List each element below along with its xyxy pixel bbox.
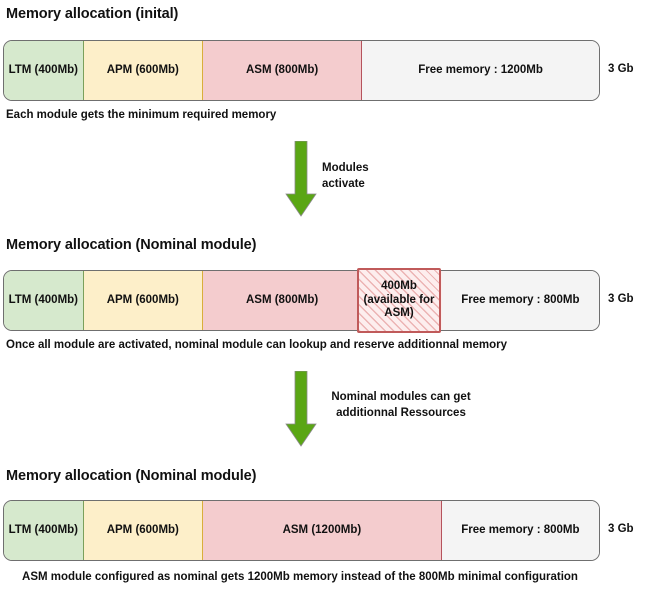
section-title-nominal-final: Memory allocation (Nominal module) [6, 468, 257, 484]
capacity-label-nominal-lookup: 3 Gb [608, 293, 634, 305]
arrow-label-modules-activate: Modules activate [322, 162, 369, 190]
capacity-label-initial: 3 Gb [608, 63, 634, 75]
memory-segment-ltm: LTM (400Mb) [4, 501, 84, 560]
memory-bar-initial: LTM (400Mb) APM (600Mb) ASM (800Mb) Free… [3, 40, 600, 101]
memory-bar-track: LTM (400Mb) APM (600Mb) ASM (1200Mb) Fre… [3, 500, 600, 561]
memory-bar-track: LTM (400Mb) APM (600Mb) ASM (800Mb) Free… [3, 40, 600, 101]
memory-segment-apm: APM (600Mb) [83, 41, 203, 100]
memory-segment-free: Free memory : 800Mb [441, 501, 599, 560]
capacity-label-nominal-final: 3 Gb [608, 523, 634, 535]
memory-segment-apm: APM (600Mb) [83, 501, 203, 560]
caption-nominal-final: ASM module configured as nominal gets 12… [22, 571, 578, 583]
reserved-memory-label: 400Mb (available for ASM) [363, 279, 435, 320]
memory-bar-nominal-lookup: LTM (400Mb) APM (600Mb) ASM (800Mb) Free… [3, 270, 600, 331]
memory-segment-ltm: LTM (400Mb) [4, 271, 84, 330]
memory-segment-free: Free memory : 800Mb [441, 271, 599, 330]
arrow-label-additional-resources: Nominal modules can get additionnal Ress… [331, 391, 471, 419]
caption-initial: Each module gets the minimum required me… [6, 109, 277, 121]
memory-segment-asm: ASM (1200Mb) [202, 501, 442, 560]
arrow-down-modules-activate [285, 141, 317, 217]
section-title-nominal-lookup: Memory allocation (Nominal module) [6, 237, 257, 253]
memory-bar-nominal-final: LTM (400Mb) APM (600Mb) ASM (1200Mb) Fre… [3, 500, 600, 561]
arrow-down-additional-resources [285, 371, 317, 447]
memory-segment-asm: ASM (800Mb) [202, 271, 363, 330]
reserved-memory-hatch-block: 400Mb (available for ASM) [357, 268, 441, 333]
memory-segment-ltm: LTM (400Mb) [4, 41, 84, 100]
memory-segment-apm: APM (600Mb) [83, 271, 203, 330]
memory-segment-asm: ASM (800Mb) [202, 41, 363, 100]
caption-nominal-lookup: Once all module are activated, nominal m… [6, 339, 508, 351]
memory-segment-free: Free memory : 1200Mb [362, 41, 599, 100]
section-title-initial: Memory allocation (inital) [6, 6, 179, 22]
memory-bar-track: LTM (400Mb) APM (600Mb) ASM (800Mb) Free… [3, 270, 600, 331]
